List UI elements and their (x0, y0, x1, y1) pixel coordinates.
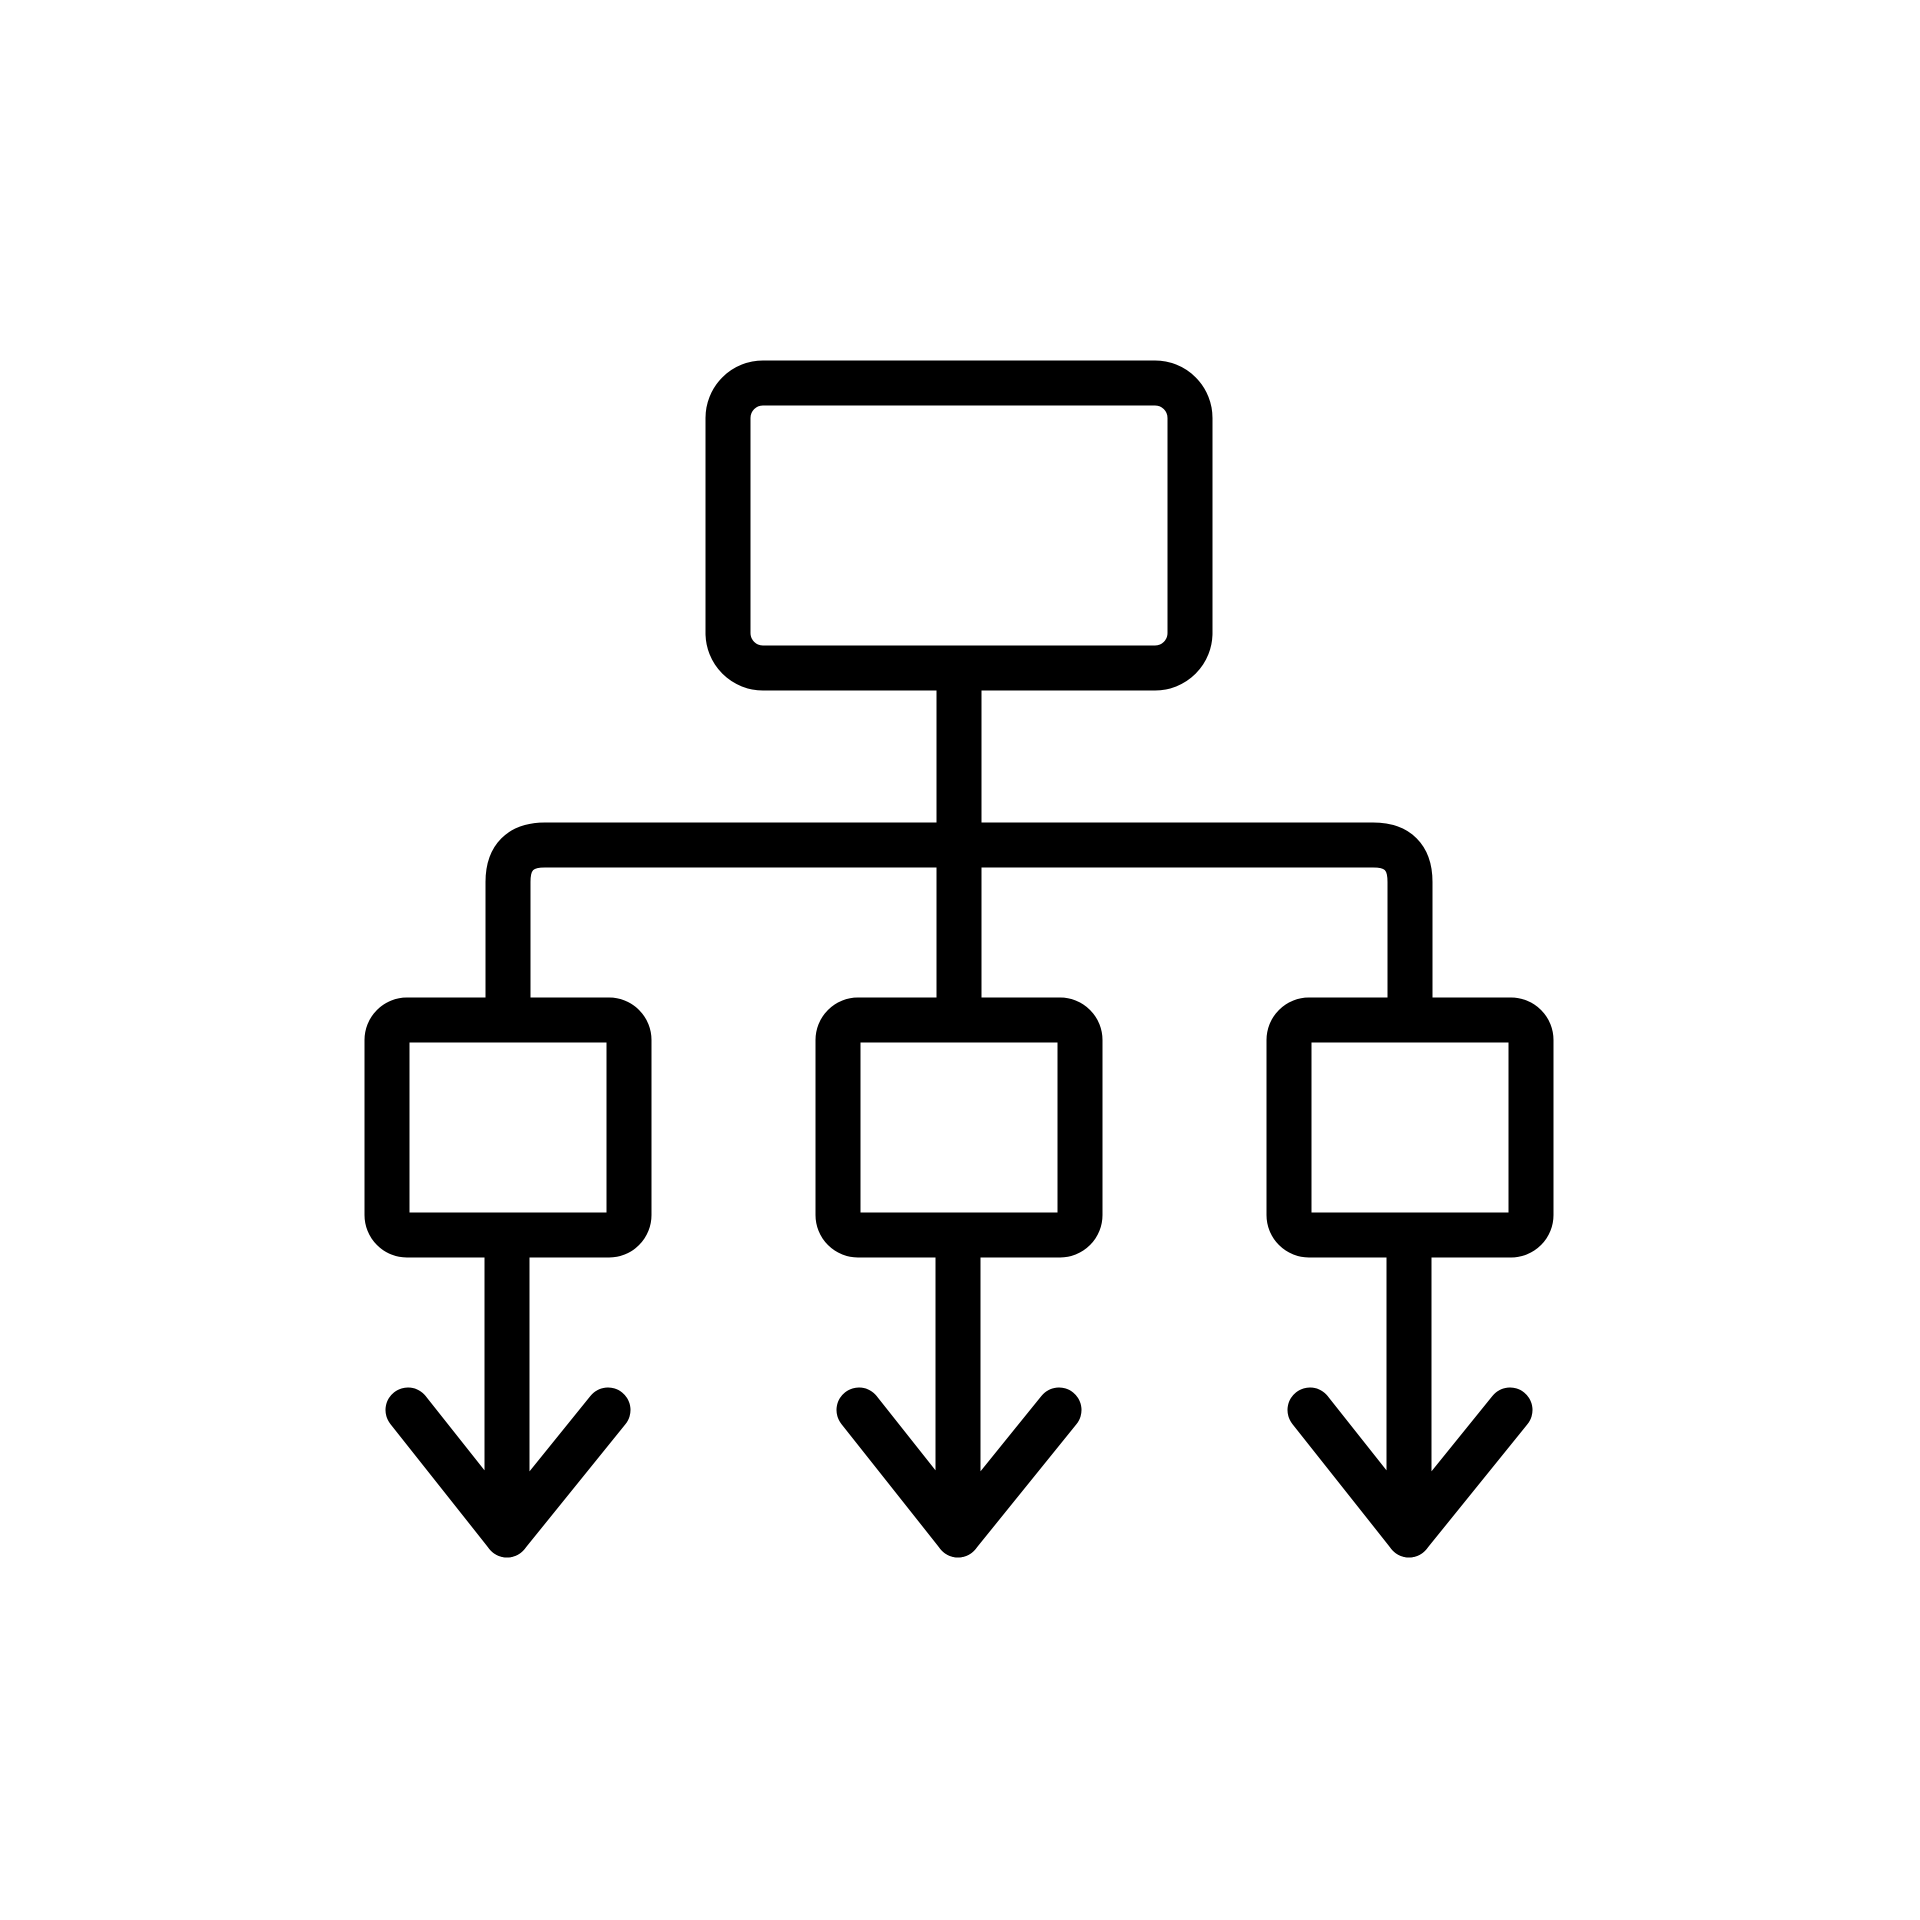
child-box-center (815, 997, 1103, 1258)
child-box-right (1266, 997, 1554, 1258)
arrow-left-icon (385, 1212, 631, 1558)
arrow-center-icon (836, 1212, 1082, 1558)
arrow-right-icon (1287, 1212, 1533, 1558)
child-box-left (364, 997, 652, 1258)
icon-strokes (364, 360, 1554, 1558)
parent-box (705, 360, 1213, 691)
